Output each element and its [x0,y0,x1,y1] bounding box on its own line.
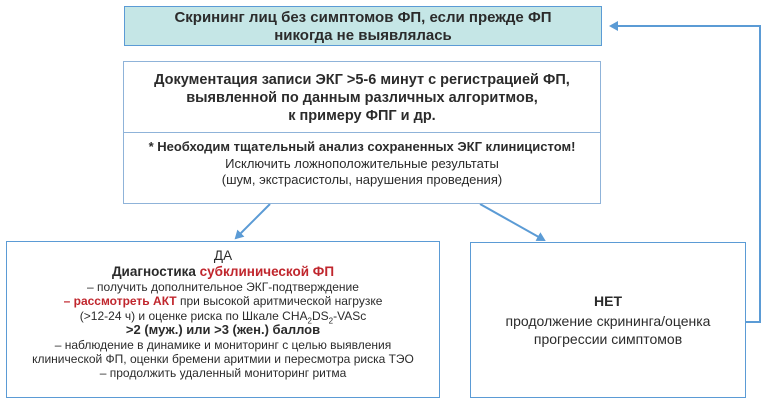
no-line-2: прогрессии симптомов [533,331,683,347]
diagnosis-prefix: Диагностика [111,264,200,279]
item2-line2-text: (>12-24 ч) и оценке риска по Шкале CHA [79,308,308,323]
note-line-1: * Необходим тщательный анализ сохраненны… [148,139,576,154]
no-line-1: продолжение скрининга/оценка [505,313,711,329]
diagnosis-title: Диагностика субклинической ФП [7,264,439,280]
item2-mid: DS [311,308,329,323]
note-line-3: (шум, экстрасистолы, нарушения проведени… [221,172,503,187]
item2-rest: при высокой аритмической нагрузке [176,294,383,309]
doc-divider [124,132,600,133]
yes-item-2: – рассмотреть АКТ при высокой аритмическ… [7,294,439,308]
screening-box: Скрининг лиц без симптомов ФП, если преж… [124,6,602,46]
documentation-text: Документация записи ЭКГ >5-6 минут с рег… [124,62,600,132]
doc-line-3: к примеру ФПГ и др. [288,108,436,124]
item2-highlight: рассмотреть АКТ [73,294,177,309]
note-line-2: Исключить ложноположительные результаты [225,155,499,171]
doc-line-1: Документация записи ЭКГ >5-6 минут с рег… [154,72,570,88]
diagnosis-highlight: субклинической ФП [199,264,335,279]
yes-item-4: – продолжить удаленный мониторинг ритма [99,366,347,381]
yes-item-2-line-3: >2 (муж.) или >3 (жен.) баллов [125,322,321,338]
item2-sub-1: 2 [307,316,312,326]
yes-item-3-line-1: – наблюдение в динамике и мониторинг с ц… [54,337,392,352]
screening-line-1: Скрининг лиц без симптомов ФП, если преж… [174,9,552,26]
item2-sub-2: 2 [328,316,334,326]
arrow-loop-back [609,21,761,323]
documentation-box: Документация записи ЭКГ >5-6 минут с рег… [123,61,601,204]
item2-end: -VASc [333,308,367,323]
ecg-analysis-note: * Необходим тщательный анализ сохраненны… [124,133,600,189]
yes-item-1: – получить дополнительное ЭКГ-подтвержде… [87,280,359,294]
item2-dash: – [63,294,74,309]
yes-branch-box: ДА Диагностика субклинической ФП – получ… [6,241,440,398]
yes-item-3-line-2: клинической ФП, оценки бремени аритмии и… [32,352,414,367]
screening-line-2: никогда не выявлялась [274,27,452,44]
arrow-to-yes [234,203,271,240]
doc-line-2: выявленной по данным различных алгоритмо… [186,90,538,106]
yes-item-2-line-2: (>12-24 ч) и оценке риска по Шкале CHA2D… [7,308,439,326]
yes-heading: ДА [213,248,233,263]
arrow-to-no [479,203,546,241]
no-branch-box: НЕТ продолжение скрининга/оценка прогрес… [470,242,746,398]
no-heading: НЕТ [594,293,622,309]
